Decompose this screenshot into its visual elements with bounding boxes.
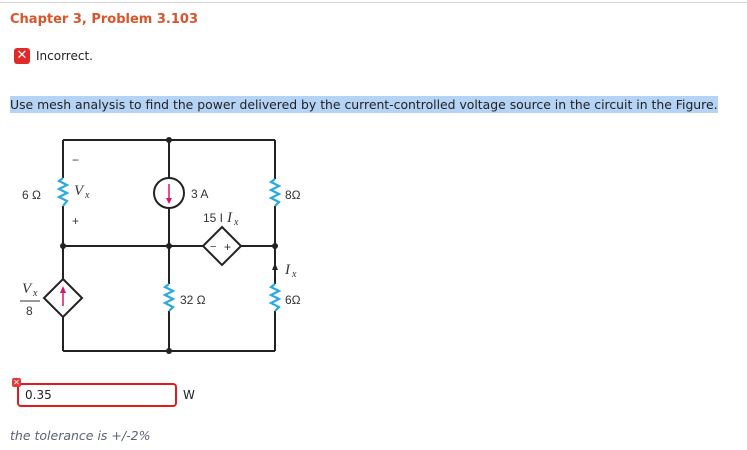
label-15ix-sub: x bbox=[233, 217, 239, 228]
top-divider bbox=[0, 2, 747, 3]
label-vccs-den: 8 bbox=[26, 304, 33, 318]
error-badge-icon: ✕ bbox=[12, 378, 21, 387]
answer-unit: W bbox=[183, 388, 195, 402]
question-text: Use mesh analysis to find the power deli… bbox=[10, 96, 718, 113]
current-source-3a bbox=[153, 177, 185, 209]
x-icon: ✕ bbox=[14, 48, 30, 64]
label-vccs-num-sub: x bbox=[32, 288, 38, 299]
label-vx-sub: x bbox=[84, 190, 90, 201]
label-6ohm-left: 6 Ω bbox=[22, 188, 41, 202]
label-minus: − bbox=[72, 153, 79, 167]
resistor-32ohm bbox=[162, 283, 176, 312]
resistor-6ohm-left bbox=[56, 177, 70, 207]
status-text: Incorrect. bbox=[36, 49, 93, 63]
label-15ix-ix: I bbox=[226, 210, 233, 226]
arrow-up-icon bbox=[60, 286, 66, 293]
label-3a: 3 A bbox=[191, 187, 208, 201]
resistor-8ohm bbox=[268, 178, 282, 207]
junction-dots bbox=[60, 137, 278, 354]
label-vx: V bbox=[74, 183, 85, 199]
answer-field-wrapper: 0.35 ✕ bbox=[12, 378, 177, 407]
label-8ohm: 8Ω bbox=[285, 188, 301, 202]
ix-arrow-icon bbox=[272, 263, 278, 270]
label-ix: I bbox=[284, 262, 291, 278]
result-status: ✕ Incorrect. bbox=[14, 48, 93, 64]
label-plus: + bbox=[72, 214, 79, 228]
arrow-down-icon bbox=[166, 198, 172, 204]
answer-input[interactable]: 0.35 bbox=[17, 383, 177, 407]
ccvs-diamond bbox=[201, 225, 243, 267]
label-ix-sub: x bbox=[291, 269, 297, 280]
page-title: Chapter 3, Problem 3.103 bbox=[10, 12, 198, 27]
label-15ix: 15 I bbox=[203, 211, 223, 225]
ccvs-polarity-minus: − bbox=[210, 241, 216, 253]
tolerance-note: the tolerance is +/-2% bbox=[10, 428, 151, 443]
resistor-6ohm-right bbox=[268, 283, 282, 312]
label-6ohm-right: 6Ω bbox=[285, 293, 301, 307]
label-vccs-num: V bbox=[22, 281, 33, 297]
ccvs-polarity-plus: + bbox=[224, 240, 231, 254]
label-32ohm: 32 Ω bbox=[180, 293, 206, 307]
